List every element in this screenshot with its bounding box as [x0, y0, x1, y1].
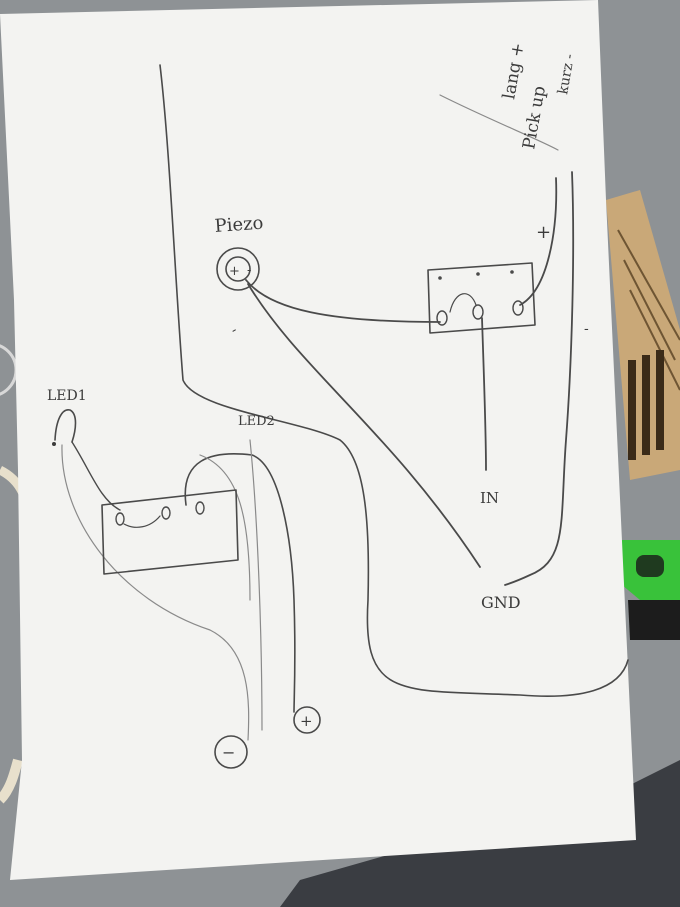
pickup-wire [504, 171, 575, 586]
cable-2 [0, 758, 23, 804]
minus-terminal: − [214, 735, 248, 769]
pickup-plus: + [536, 222, 551, 243]
in-label: IN [480, 489, 499, 507]
pickup-minus: - [584, 321, 589, 337]
led2-label: LED2 [238, 414, 275, 429]
green-tool [622, 540, 680, 640]
paper-sheet [0, 0, 636, 880]
piezo-minus: - [247, 263, 251, 278]
ground-wire [159, 64, 629, 698]
led1-symbol [54, 409, 77, 443]
folding-ruler [606, 190, 680, 480]
piezo-label: Piezo [214, 213, 264, 237]
led1-label: LED1 [47, 388, 87, 404]
minus-terminal-symbol: − [222, 743, 235, 762]
plus-terminal-symbol: + [300, 712, 313, 730]
jack-socket [427, 262, 536, 334]
piezo-plus: + [229, 264, 240, 279]
gnd-label: GND [481, 593, 521, 612]
kurz-label: kurz - [555, 53, 578, 96]
plus-terminal: + [293, 706, 321, 734]
piezo-element [216, 247, 260, 291]
switch-box [101, 489, 239, 575]
